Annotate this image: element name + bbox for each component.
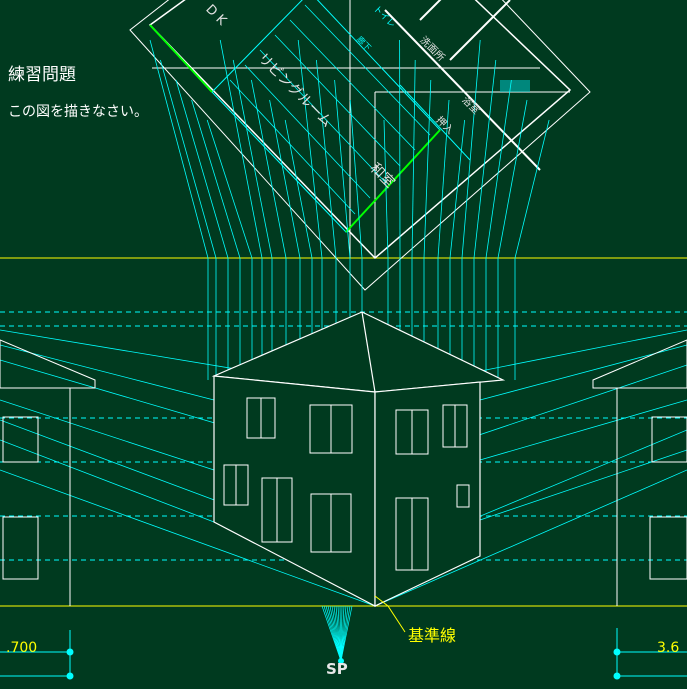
construction-line: [297, 39, 323, 259]
reference-leader: [374, 595, 406, 633]
construction-line: [0, 399, 215, 471]
floor-plan: [129, 0, 591, 291]
exercise-title: 練習問題: [8, 65, 76, 85]
construction-line: [383, 119, 389, 259]
construction-line: [175, 79, 229, 259]
construction-line: [316, 59, 337, 259]
instruction-text: この図を描きなさい。: [8, 104, 148, 120]
construction-line: [485, 79, 512, 259]
dimension-left: .700: [6, 640, 38, 656]
construction-line: [423, 79, 432, 259]
construction-line: [269, 99, 301, 259]
construction-line: [191, 99, 241, 259]
construction-line: [479, 399, 687, 461]
construction-line: [340, 605, 353, 662]
construction-line: [219, 39, 263, 259]
windows: [223, 397, 470, 571]
house-perspective: [211, 311, 506, 607]
construction-line: [0, 439, 215, 523]
adjacent-buildings: [0, 339, 687, 606]
construction-line: [374, 469, 687, 607]
construction-line: [206, 119, 253, 259]
station-point-marker: [338, 658, 344, 664]
station-point-label: SP: [326, 660, 348, 678]
construction-line: [0, 469, 376, 607]
construction-line: [160, 59, 217, 259]
construction-line: [479, 449, 687, 521]
dimension-marks: [0, 628, 687, 680]
construction-line: [514, 119, 550, 259]
station-point-rays: [321, 605, 353, 662]
construction-line: [334, 79, 351, 259]
projection-lines: [149, 39, 550, 380]
construction-line: [232, 59, 273, 259]
construction-line: [411, 59, 416, 259]
construction-line: [437, 99, 450, 259]
construction-line: [473, 59, 497, 259]
construction-line: [251, 79, 287, 259]
construction-line: [349, 99, 363, 259]
construction-line: [449, 119, 465, 259]
construction-line: [149, 39, 209, 259]
construction-line: [497, 99, 528, 259]
reference-line-label: 基準線: [408, 626, 457, 645]
dimension-right: 3.6: [657, 640, 680, 656]
construction-line: [284, 119, 313, 259]
construction-line: [0, 344, 215, 401]
construction-line: [461, 39, 481, 259]
